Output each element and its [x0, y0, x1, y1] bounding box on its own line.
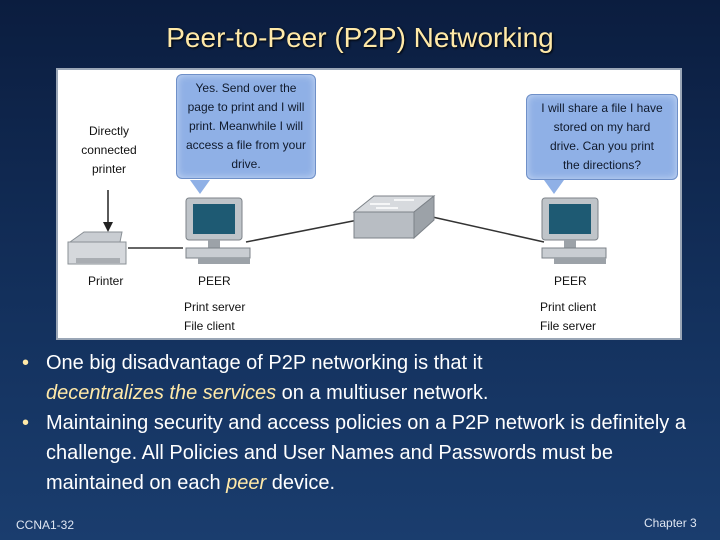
- speech-bubble-left: Yes. Send over the page to print and I w…: [176, 74, 316, 179]
- speech-bubble-left-tail: [190, 180, 210, 194]
- speech-bubble-right-tail: [544, 180, 564, 194]
- printer-icon: [67, 231, 127, 265]
- directly-connected-label: Directly connected printer: [81, 124, 137, 176]
- peer-computer-right-icon: [541, 197, 607, 264]
- bullet-text: One big disadvantage of P2P networking i…: [46, 352, 483, 374]
- switch-icon: [352, 194, 436, 240]
- slide-title: Peer-to-Peer (P2P) Networking: [166, 22, 554, 53]
- footer-chapter: Chapter 3: [644, 516, 697, 530]
- arrow-head-icon: [103, 222, 113, 232]
- printer-label: Printer: [88, 274, 124, 288]
- bullet-text: Maintaining security and access policies…: [46, 412, 686, 494]
- speech-bubble-right: I will share a file I have stored on my …: [526, 94, 678, 180]
- left-peer-cable: [245, 219, 359, 243]
- footer-slide-number: CCNA1-32: [16, 518, 75, 532]
- peer-left-label: PEER: [198, 274, 231, 288]
- bullet-text: on a multiuser network.: [276, 382, 489, 404]
- bullet-list: • One big disadvantage of P2P networking…: [22, 348, 702, 498]
- bullet-item: • Maintaining security and access polici…: [22, 408, 702, 498]
- p2p-diagram: Directly connected printer Printer PEER …: [56, 68, 682, 340]
- peer-left-roles: Print server File client: [184, 300, 246, 333]
- bullet-item: • One big disadvantage of P2P networking…: [22, 348, 702, 408]
- bullet-icon: •: [22, 352, 30, 374]
- bullet-emphasis: decentralizes the services: [46, 382, 277, 404]
- peer-computer-left-icon: [185, 197, 251, 264]
- bullet-text: device.: [266, 472, 336, 494]
- peer-right-label: PEER: [554, 274, 587, 288]
- bullet-emphasis: peer: [226, 472, 267, 494]
- peer-right-roles: Print client File server: [540, 300, 597, 333]
- right-peer-cable: [427, 215, 545, 243]
- bullet-icon: •: [22, 412, 30, 434]
- diagram-graphics: [67, 190, 607, 265]
